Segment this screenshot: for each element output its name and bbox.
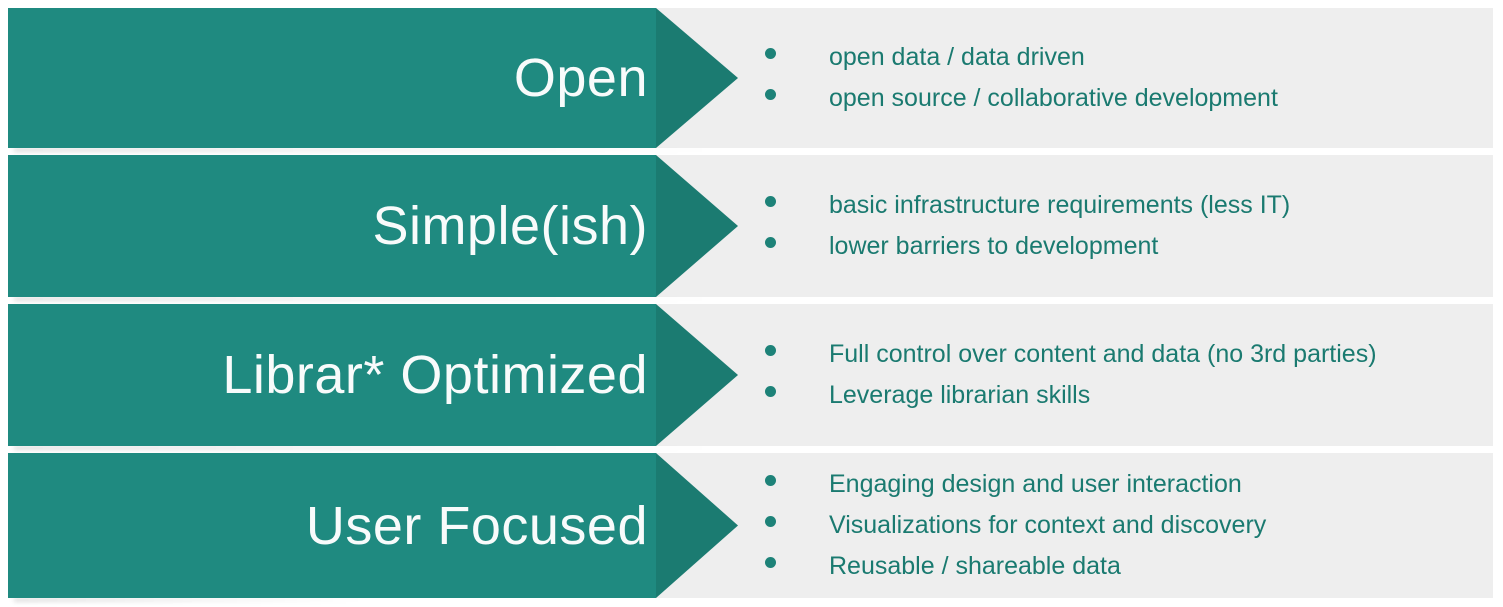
row-shadow <box>14 446 714 450</box>
bullet-dot-icon <box>765 475 776 486</box>
chevron-shape <box>8 8 656 148</box>
list-item-label: open data / data driven <box>829 43 1085 71</box>
chevron-arrow-icon <box>656 8 738 148</box>
bullet-list: open data / data driven open source / col… <box>765 8 1278 148</box>
bullet-dot-icon <box>765 557 776 568</box>
chevron-row-4[interactable]: User Focused Engaging design and user int… <box>8 453 1493 598</box>
chevron-row-2[interactable]: Simple(ish) basic infrastructure requirem… <box>8 155 1493 297</box>
list-item: Visualizations for context and discovery <box>765 509 1266 542</box>
list-item-label: Leverage librarian skills <box>829 381 1091 409</box>
chevron-row-3[interactable]: Librar* Optimized Full control over conte… <box>8 304 1493 446</box>
bullet-dot-icon <box>765 196 776 207</box>
chevron-arrow-icon <box>656 155 738 297</box>
bullet-dot-icon <box>765 386 776 397</box>
chevron-shape <box>8 155 656 297</box>
bullet-dot-icon <box>765 237 776 248</box>
list-item: Engaging design and user interaction <box>765 468 1266 501</box>
list-item-label: open source / collaborative development <box>829 84 1278 112</box>
bullet-dot-icon <box>765 48 776 59</box>
list-item-label: lower barriers to development <box>829 232 1159 260</box>
content-panel-2 <box>648 155 1493 297</box>
chevron-arrow-icon <box>656 304 738 446</box>
list-item-label: Full control over content and data (no 3… <box>829 340 1377 368</box>
list-item: basic infrastructure requirements (less … <box>765 189 1290 222</box>
content-panel-1 <box>648 8 1493 148</box>
bullet-list: Full control over content and data (no 3… <box>765 304 1377 446</box>
list-item-label: Visualizations for context and discovery <box>829 511 1267 539</box>
list-item-label: Engaging design and user interaction <box>829 470 1242 498</box>
list-item: open data / data driven <box>765 41 1278 74</box>
list-item-label: basic infrastructure requirements (less … <box>829 191 1291 219</box>
bullet-dot-icon <box>765 516 776 527</box>
chevron-label: User Focused <box>305 495 648 556</box>
row-shadow <box>14 297 714 301</box>
chevron-label: Librar* Optimized <box>222 345 648 405</box>
bullet-dot-icon <box>765 89 776 100</box>
list-item: open source / collaborative development <box>765 82 1278 115</box>
chevron-shape <box>8 453 656 598</box>
list-item: Full control over content and data (no 3… <box>765 338 1377 371</box>
list-item: Reusable / shareable data <box>765 550 1266 583</box>
chevron-label: Open <box>513 48 648 108</box>
chevron-label: Simple(ish) <box>372 196 648 256</box>
content-panel-4 <box>648 453 1493 598</box>
bullet-list: basic infrastructure requirements (less … <box>765 155 1290 297</box>
chevron-shape <box>8 304 656 446</box>
list-item: Leverage librarian skills <box>765 379 1377 412</box>
chevron-arrow-icon <box>656 453 738 598</box>
list-item-label: Reusable / shareable data <box>829 552 1121 580</box>
row-shadow <box>14 598 364 602</box>
chevron-row-1[interactable]: Open open data / data driven open source /… <box>8 8 1493 148</box>
bullet-dot-icon <box>765 345 776 356</box>
row-shadow <box>14 148 714 152</box>
content-panel-3 <box>648 304 1493 446</box>
list-item: lower barriers to development <box>765 230 1290 263</box>
